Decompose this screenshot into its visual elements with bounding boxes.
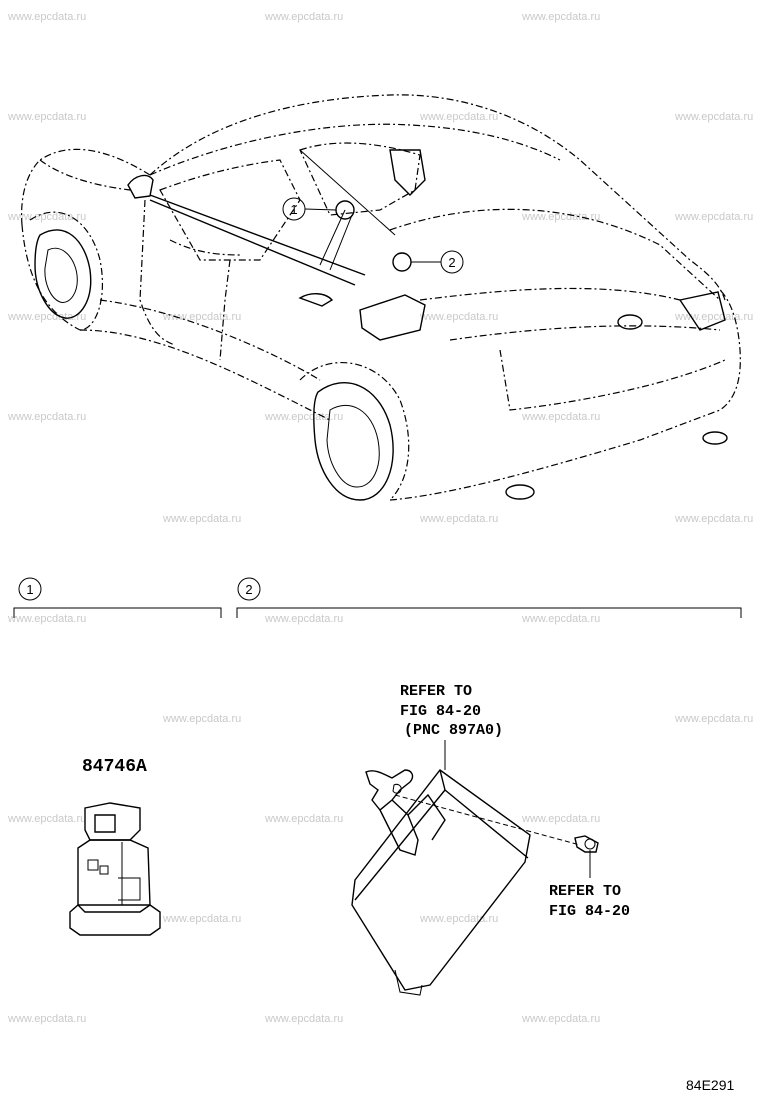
watermark: www.epcdata.ru: [521, 411, 600, 423]
location-marker-2: [392, 252, 412, 272]
section-header-2: 2: [236, 577, 742, 618]
watermark: www.epcdata.ru: [264, 11, 343, 23]
watermark: www.epcdata.ru: [419, 913, 498, 925]
section-2-number: 2: [245, 582, 252, 597]
watermark: www.epcdata.ru: [674, 111, 753, 123]
watermark: www.epcdata.ru: [674, 311, 753, 323]
part-number-label: 84746A: [82, 757, 147, 777]
watermark-layer: www.epcdata.ru www.epcdata.ru www.epcdat…: [7, 11, 753, 1025]
refer-bottom-line1: REFER TO: [549, 883, 621, 900]
callout-1: 1: [282, 197, 337, 221]
watermark: www.epcdata.ru: [264, 813, 343, 825]
watermark: www.epcdata.ru: [7, 1013, 86, 1025]
callout-1-label: 1: [290, 202, 297, 217]
watermark: www.epcdata.ru: [521, 1013, 600, 1025]
car-outline-illustration: [20, 94, 741, 501]
ecu-unit-illustration: [351, 769, 599, 996]
section-1-number: 1: [26, 582, 33, 597]
refer-top-line3: (PNC 897A0): [404, 722, 503, 739]
refer-top-line2: FIG 84-20: [400, 703, 481, 720]
watermark: www.epcdata.ru: [521, 11, 600, 23]
watermark: www.epcdata.ru: [7, 411, 86, 423]
watermark: www.epcdata.ru: [7, 111, 86, 123]
watermark: www.epcdata.ru: [674, 513, 753, 525]
callout-2-label: 2: [448, 255, 455, 270]
watermark: www.epcdata.ru: [162, 913, 241, 925]
refer-top-line1: REFER TO: [400, 683, 472, 700]
watermark: www.epcdata.ru: [264, 613, 343, 625]
watermark: www.epcdata.ru: [162, 713, 241, 725]
watermark: www.epcdata.ru: [674, 211, 753, 223]
refer-top-label: REFER TO FIG 84-20 (PNC 897A0): [400, 683, 503, 770]
watermark: www.epcdata.ru: [419, 513, 498, 525]
watermark: www.epcdata.ru: [7, 211, 86, 223]
watermark: www.epcdata.ru: [521, 613, 600, 625]
watermark: www.epcdata.ru: [7, 311, 86, 323]
watermark: www.epcdata.ru: [264, 411, 343, 423]
refer-bottom-line2: FIG 84-20: [549, 903, 630, 920]
watermark: www.epcdata.ru: [419, 311, 498, 323]
refer-bottom-label: REFER TO FIG 84-20: [549, 850, 630, 920]
watermark: www.epcdata.ru: [521, 211, 600, 223]
watermark: www.epcdata.ru: [674, 713, 753, 725]
watermark: www.epcdata.ru: [419, 111, 498, 123]
watermark: www.epcdata.ru: [264, 1013, 343, 1025]
watermark: www.epcdata.ru: [7, 11, 86, 23]
watermark: www.epcdata.ru: [162, 513, 241, 525]
watermark: www.epcdata.ru: [7, 813, 86, 825]
watermark: www.epcdata.ru: [521, 813, 600, 825]
watermark: www.epcdata.ru: [162, 311, 241, 323]
watermark: www.epcdata.ru: [7, 613, 86, 625]
part-84746a-illustration: 84746A: [69, 757, 161, 936]
figure-code: 84E291: [686, 1077, 734, 1093]
section-header-1: 1: [13, 577, 222, 618]
callout-2: 2: [411, 250, 464, 274]
